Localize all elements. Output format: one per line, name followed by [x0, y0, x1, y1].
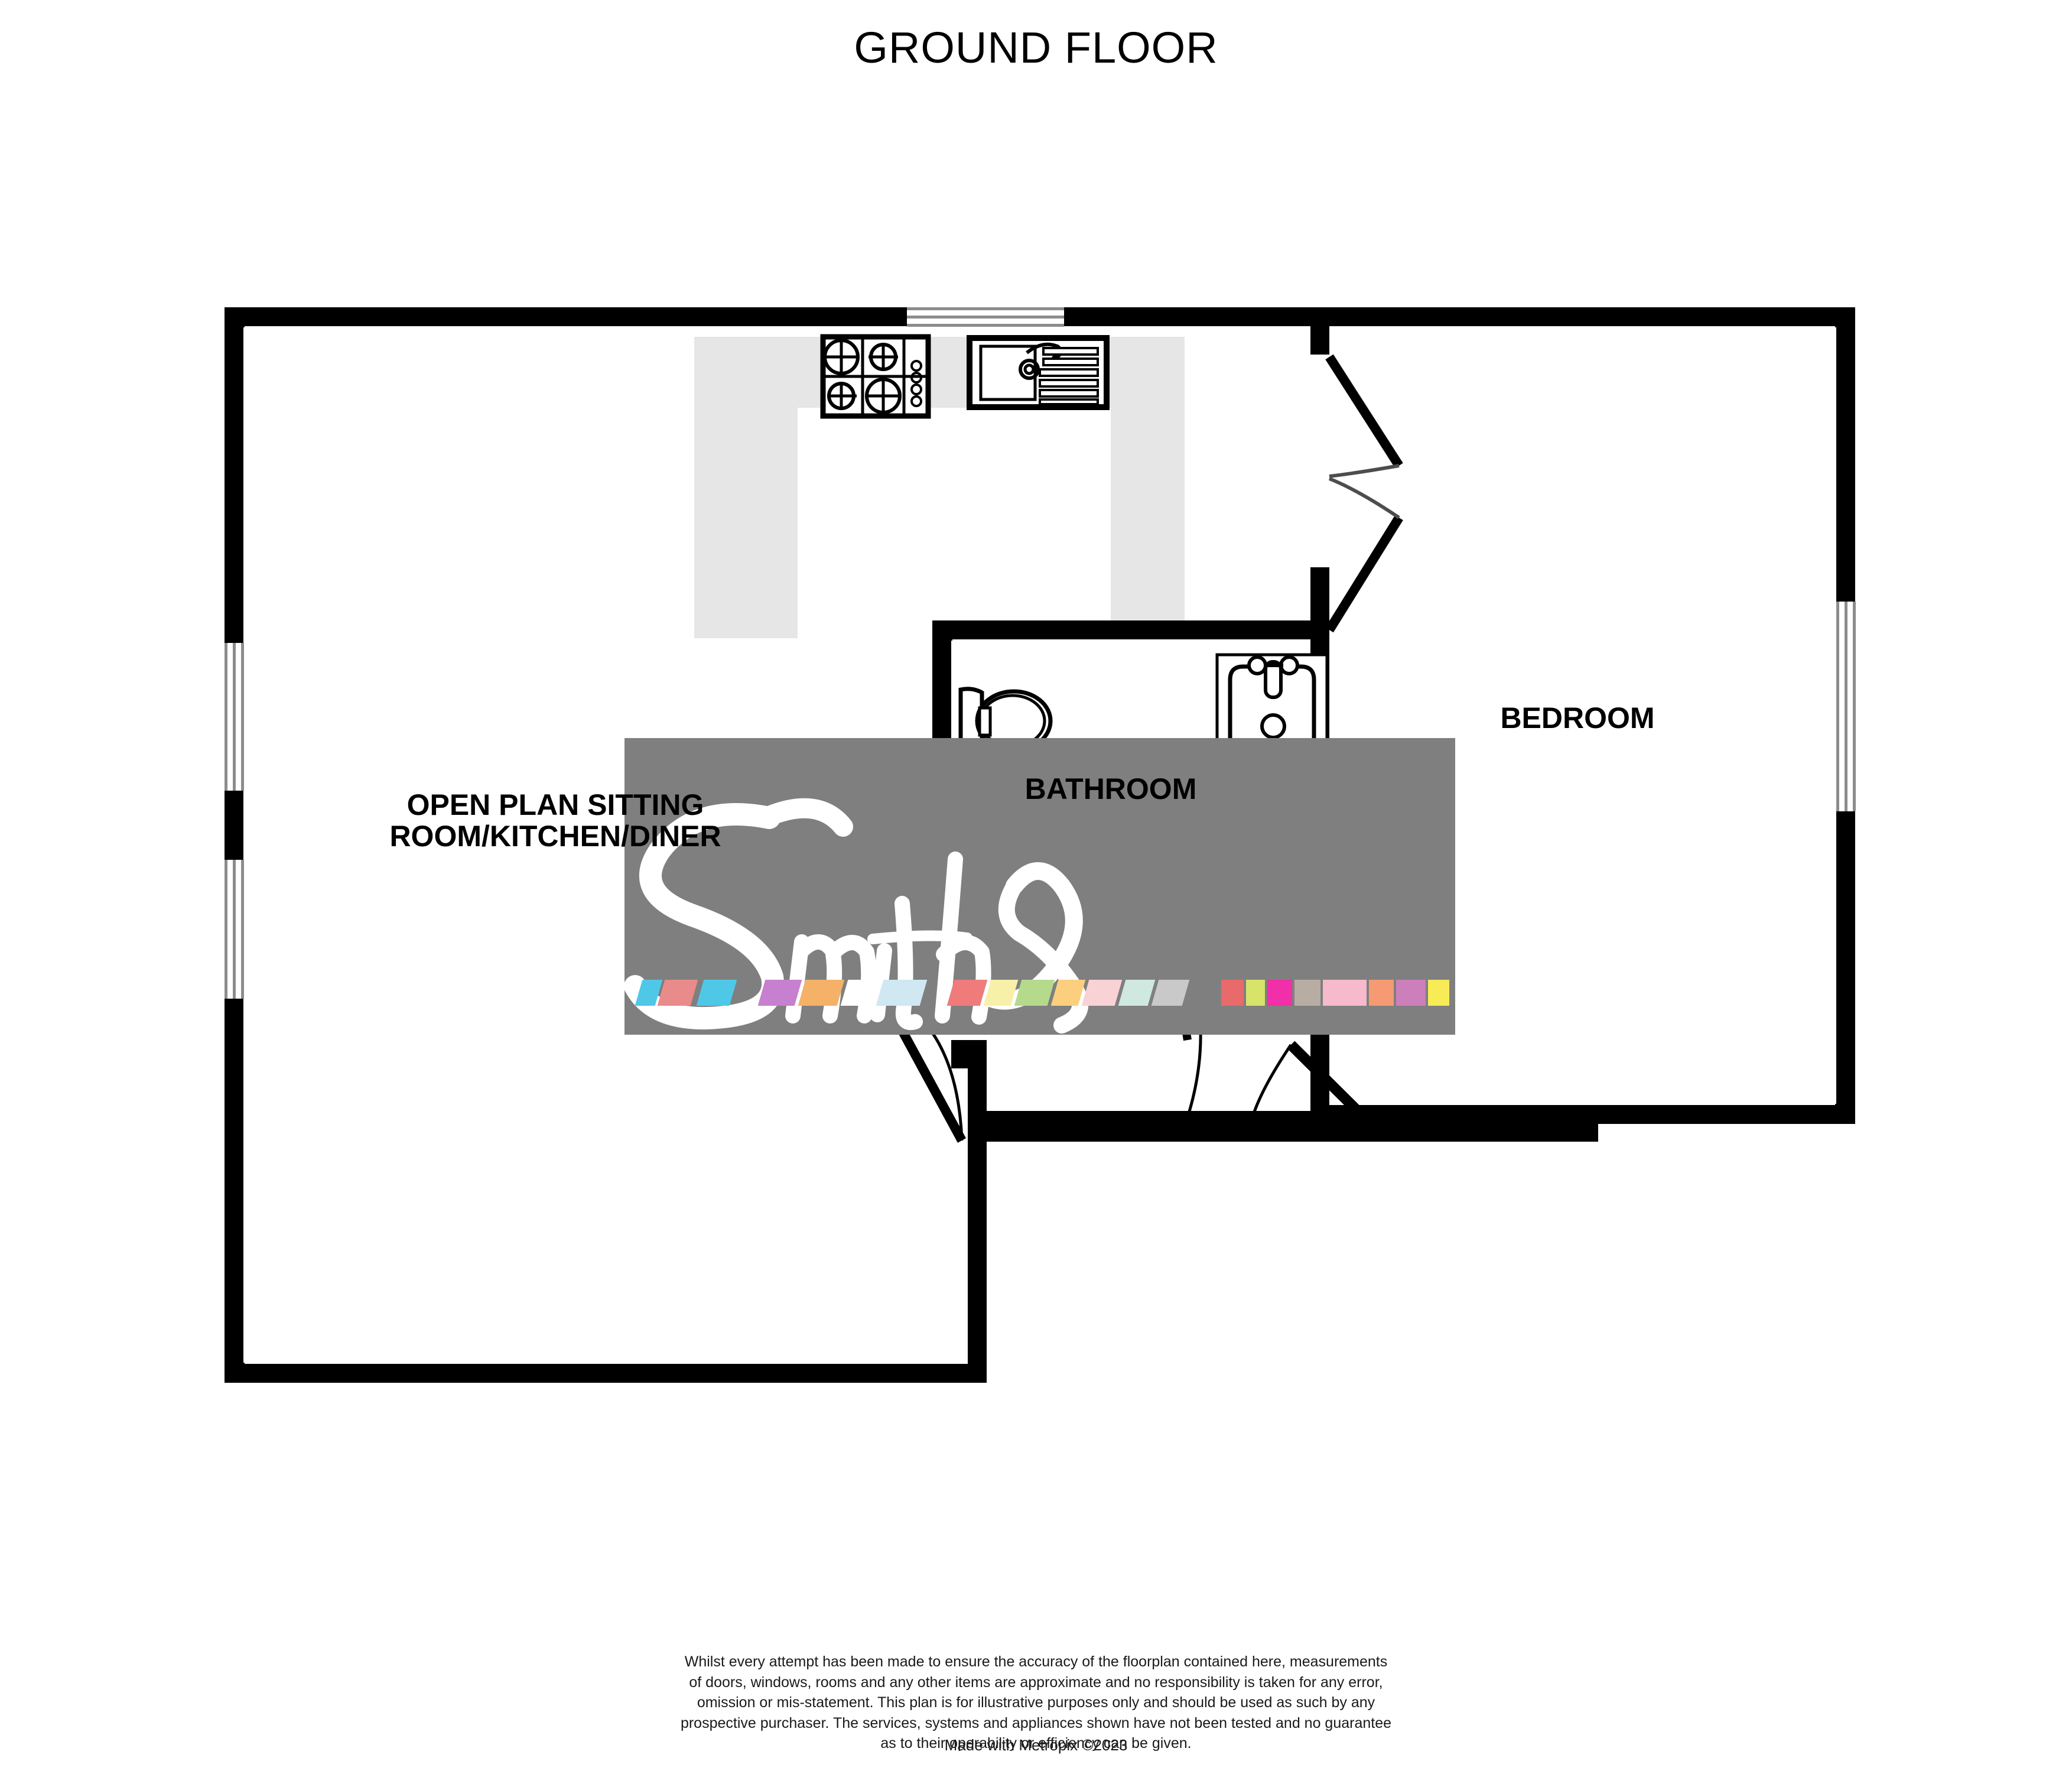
windows [225, 307, 1856, 999]
door-open-plan [876, 988, 967, 1143]
kitchen-worktop [694, 337, 1185, 638]
window-left-lower [225, 860, 244, 999]
page-title: GROUND FLOOR [854, 23, 1218, 72]
hob-icon [820, 334, 931, 419]
disclaimer-line-4: prospective purchaser. The services, sys… [680, 1714, 1392, 1731]
room-label-bedroom: BEDROOM [1500, 701, 1655, 735]
disclaimer-line-2: of doors, windows, rooms and any other i… [689, 1673, 1383, 1691]
disclaimer-text: Whilst every attempt has been made to en… [0, 1652, 2072, 1754]
metropix-credit: Made with Metropix ©2023 [944, 1736, 1128, 1754]
disclaimer-line-5: as to their operability or efficiency ca… [880, 1735, 1192, 1751]
room-label-bathroom: BATHROOM [1024, 772, 1197, 805]
door-bathroom [1172, 945, 1221, 1135]
toilet-icon [958, 687, 1053, 755]
window-right [1836, 602, 1856, 811]
exterior-walls [225, 307, 1855, 1383]
disclaimer-line-3: omission or mis-statement. This plan is … [697, 1694, 1375, 1711]
basin-icon [958, 819, 1037, 901]
window-top [907, 307, 1064, 327]
disclaimer-line-1: Whilst every attempt has been made to en… [684, 1653, 1388, 1670]
open-plan-label-text: OPEN PLAN SITTING ROOM/KITCHEN/DINER [389, 788, 721, 853]
window-left-upper [225, 643, 244, 791]
sink-icon [967, 335, 1110, 410]
door-bedroom-south [1250, 1041, 1374, 1127]
room-label-open-plan: OPEN PLAN SITTING ROOM/KITCHEN/DINER [343, 789, 768, 852]
double-door-bedroom-north [1325, 354, 1403, 633]
